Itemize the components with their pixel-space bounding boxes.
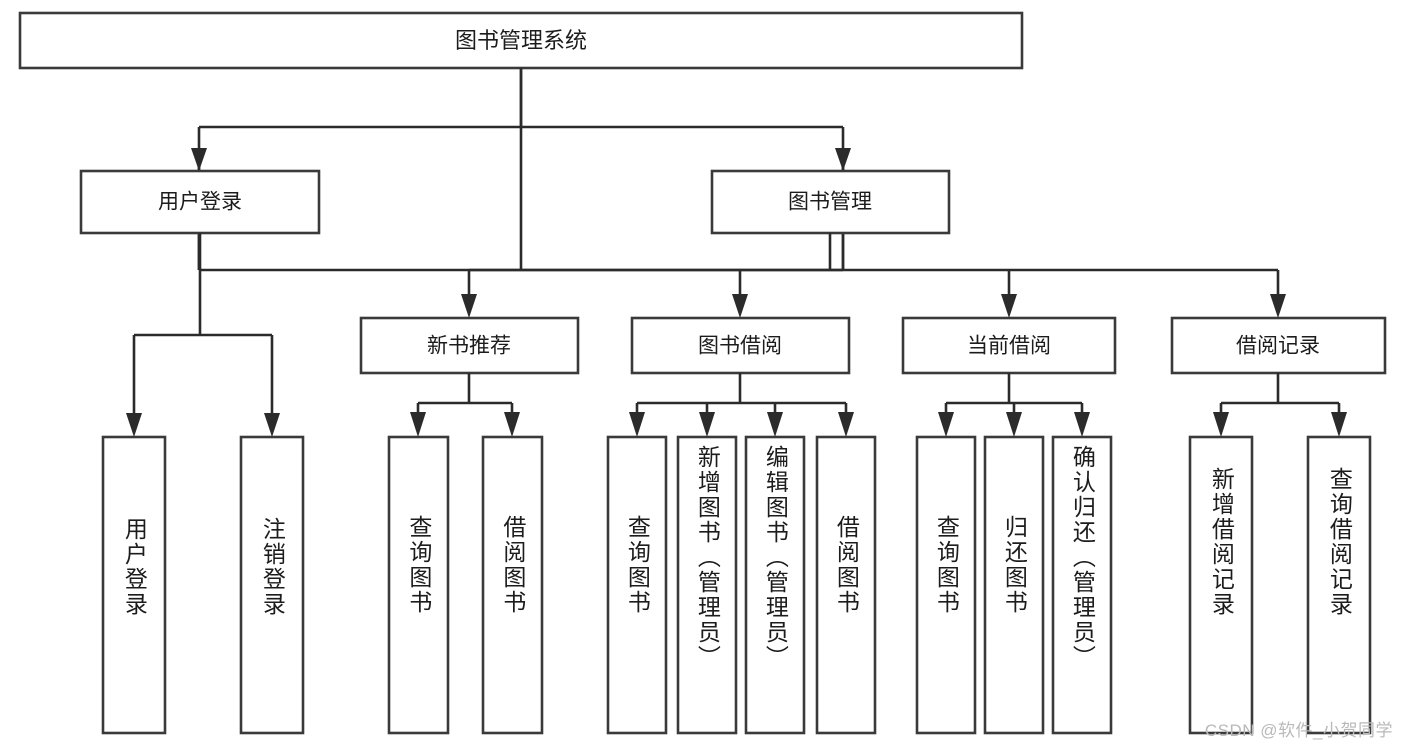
node-leaf-add-book[interactable] [676,435,738,735]
node-leaf-borrow-book-1[interactable] [481,435,544,735]
node-new-book-recommend-label: 新书推荐 [427,335,511,358]
node-leaf-logout-login[interactable] [239,435,305,735]
node-book-manage[interactable] [710,169,951,235]
node-current-borrow-label: 当前借阅 [967,335,1051,358]
node-leaf-borrow-book-2[interactable] [815,435,877,735]
node-book-manage-label: 图书管理 [788,191,872,214]
node-leaf-query-book-2[interactable] [606,435,668,735]
csdn-watermark: CSDN @软件_小贺同学 [1204,721,1393,740]
node-root-label: 图书管理系统 [455,28,587,53]
node-leaf-query-record[interactable] [1306,435,1372,735]
node-user-login-label: 用户登录 [158,191,242,214]
node-leaf-edit-book[interactable] [744,435,806,735]
node-leaf-return-book[interactable] [983,435,1045,735]
node-borrow-record-label: 借阅记录 [1236,335,1320,358]
node-leaf-add-record[interactable] [1188,435,1254,735]
arrow-heads [126,148,1347,437]
node-leaf-user-login[interactable] [101,435,167,735]
node-leaf-query-book-1[interactable] [387,435,450,735]
node-book-borrow-label: 图书借阅 [698,335,782,358]
node-leaf-query-book-3[interactable] [915,435,977,735]
node-current-borrow[interactable] [901,316,1117,375]
node-root[interactable] [18,11,1024,70]
node-borrow-record[interactable] [1170,316,1387,375]
node-book-borrow[interactable] [630,316,851,375]
node-leaf-confirm-return[interactable] [1051,435,1113,735]
